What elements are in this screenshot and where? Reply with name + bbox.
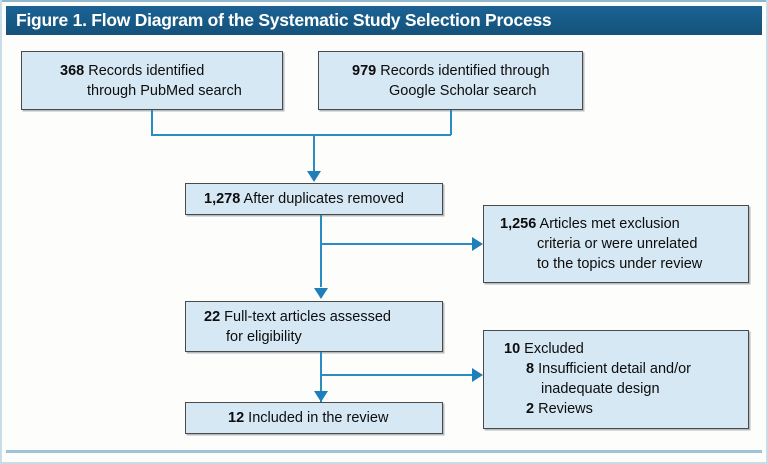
box-excluded-detail: 10 Excluded 8 Insufficient detail and/or i… bbox=[483, 330, 749, 429]
connector-branch-exclusion-2 bbox=[320, 374, 477, 376]
box-excluded-detail-line1: Excluded bbox=[520, 341, 584, 357]
box-excluded-criteria-line1: Articles met exclusion bbox=[536, 216, 680, 232]
connector-fulltext-down bbox=[320, 352, 322, 407]
frame-border-top bbox=[0, 0, 768, 2]
connector-merge-horizontal bbox=[151, 134, 451, 136]
connector-merge-down bbox=[313, 134, 315, 172]
figure-title-bar: Figure 1. Flow Diagram of the Systematic… bbox=[6, 6, 762, 35]
box-records-pubmed-text: 368 Records identified through PubMed sea… bbox=[60, 61, 242, 101]
box-records-scholar-line2: Google Scholar search bbox=[389, 83, 537, 99]
box-included-in-review: 12 Included in the review bbox=[185, 402, 443, 434]
box-excluded-detail-sub1-count: 8 bbox=[526, 361, 535, 377]
box-records-scholar-line1: Records identified through bbox=[376, 63, 550, 79]
arrowhead-to-duplicates-icon bbox=[307, 171, 321, 182]
figure-title: Figure 1. Flow Diagram of the Systematic… bbox=[16, 10, 552, 30]
box-excluded-criteria-line2: criteria or were unrelated bbox=[537, 236, 698, 252]
box-fulltext-assessed-count: 22 bbox=[204, 309, 221, 325]
box-fulltext-assessed: 22 Full-text articles assessed for eligib… bbox=[185, 301, 443, 352]
box-after-duplicates-removed-count: 1,278 bbox=[204, 191, 241, 207]
box-included-in-review-count: 12 bbox=[228, 410, 245, 426]
box-fulltext-assessed-line1: Full-text articles assessed bbox=[220, 309, 391, 325]
box-excluded-criteria-text: 1,256 Articles met exclusion criteria or … bbox=[500, 214, 702, 274]
connector-duplicates-down bbox=[320, 215, 322, 287]
arrowhead-to-fulltext-icon bbox=[314, 288, 328, 299]
arrowhead-to-exclusion-2-icon bbox=[472, 368, 483, 382]
box-after-duplicates-removed: 1,278 After duplicates removed bbox=[185, 183, 443, 215]
connector-branch-exclusion-1 bbox=[320, 243, 477, 245]
box-after-duplicates-removed-line1: After duplicates removed bbox=[240, 191, 404, 207]
frame-border-left bbox=[0, 0, 2, 464]
box-excluded-detail-text: 10 Excluded 8 Insufficient detail and/or i… bbox=[504, 339, 691, 419]
box-fulltext-assessed-line2: for eligibility bbox=[226, 329, 302, 345]
arrowhead-to-exclusion-1-icon bbox=[472, 237, 483, 251]
box-excluded-detail-sub1-line1: Insufficient detail and/or bbox=[534, 361, 691, 377]
box-excluded-detail-count: 10 bbox=[504, 341, 521, 357]
connector-pubmed-down bbox=[151, 110, 153, 135]
box-excluded-criteria: 1,256 Articles met exclusion criteria or … bbox=[483, 205, 749, 283]
box-records-pubmed-line2: through PubMed search bbox=[87, 83, 242, 99]
box-included-in-review-line1: Included in the review bbox=[244, 410, 389, 426]
figure-bottom-rule bbox=[6, 450, 762, 453]
box-records-scholar-count: 979 bbox=[352, 63, 377, 79]
box-excluded-criteria-count: 1,256 bbox=[500, 216, 537, 232]
box-excluded-detail-sub1-line2: inadequate design bbox=[541, 381, 660, 397]
box-included-in-review-text: 12 Included in the review bbox=[228, 408, 388, 428]
arrowhead-to-included-icon bbox=[314, 391, 328, 402]
box-excluded-detail-sub2-count: 2 bbox=[526, 401, 535, 417]
connector-scholar-down bbox=[450, 110, 452, 135]
frame-border-right bbox=[766, 0, 768, 464]
box-excluded-criteria-line3: to the topics under review bbox=[537, 256, 703, 272]
box-records-pubmed-count: 368 bbox=[60, 63, 85, 79]
box-after-duplicates-removed-text: 1,278 After duplicates removed bbox=[204, 189, 404, 209]
box-records-pubmed-line1: Records identified bbox=[84, 63, 205, 79]
box-records-pubmed: 368 Records identified through PubMed sea… bbox=[21, 51, 283, 110]
frame-border-bottom bbox=[0, 462, 768, 464]
box-fulltext-assessed-text: 22 Full-text articles assessed for eligib… bbox=[204, 307, 391, 347]
box-excluded-detail-sub2-line1: Reviews bbox=[534, 401, 593, 417]
